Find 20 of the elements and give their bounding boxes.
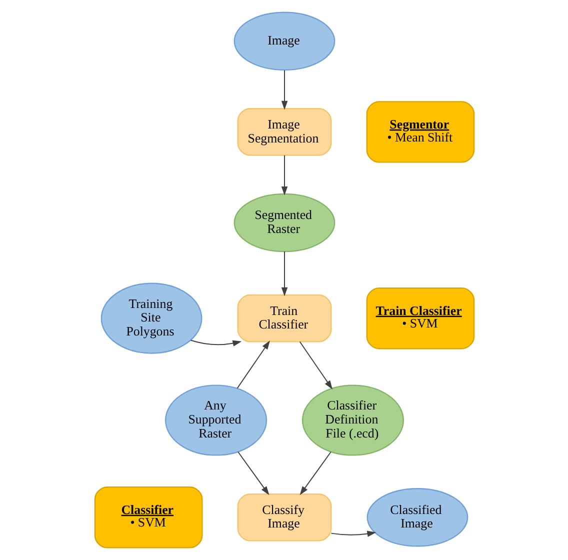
arrow	[280, 251, 288, 296]
arrow	[299, 451, 331, 496]
node-box: Train Classifier • SVM	[366, 287, 474, 350]
node-box: Classifier • SVM	[94, 486, 202, 548]
arrow	[280, 154, 288, 196]
node-box: Train Classifier	[236, 294, 332, 342]
node-box: Classify Image	[236, 493, 332, 542]
arrow	[237, 451, 269, 496]
arrow	[298, 341, 332, 390]
node-ellipse: Any Supported Raster	[164, 384, 267, 456]
node-box: Segmentor • Mean Shift	[366, 101, 474, 163]
node-ellipse: Classifier Definition File (.ecd)	[301, 384, 404, 456]
arrow	[330, 530, 376, 537]
arrow	[280, 70, 288, 110]
arrow	[236, 340, 270, 389]
node-ellipse: Segmented Raster	[233, 193, 335, 252]
node-box: Image Segmentation	[236, 108, 332, 156]
arrow	[190, 340, 242, 346]
node-ellipse: Training Site Polygons	[100, 282, 202, 354]
node-ellipse: Image	[233, 12, 335, 71]
